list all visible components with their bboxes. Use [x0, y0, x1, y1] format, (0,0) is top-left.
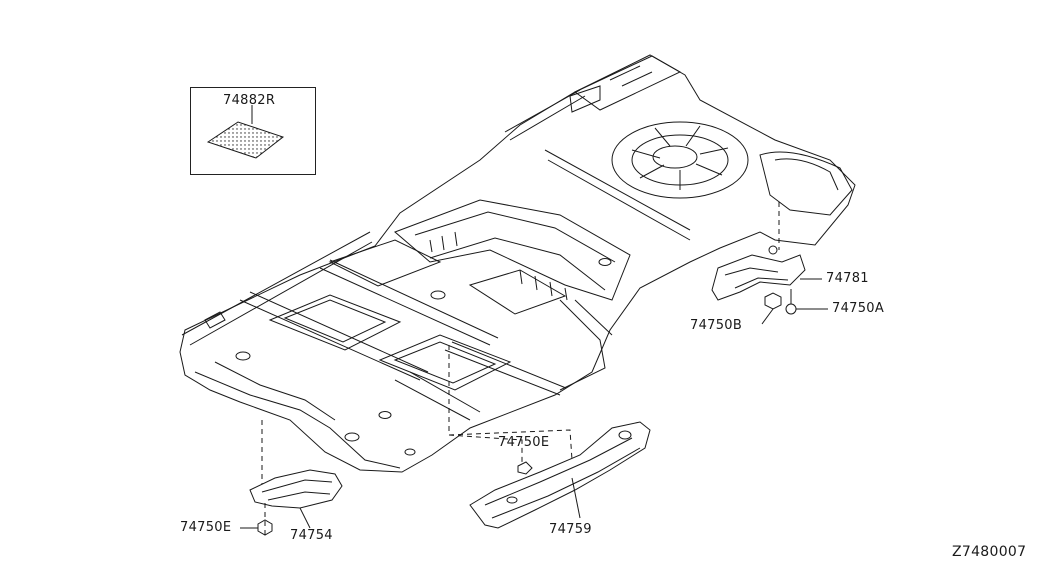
cover-74759-drawing: [469, 421, 651, 529]
bracket-74781-drawing: [711, 245, 828, 325]
label-74750E-left: 74750E: [180, 520, 232, 535]
label-74750E-center: 74750E: [498, 435, 550, 450]
label-74750A: 74750A: [832, 301, 885, 316]
diagram-id: Z7480007: [952, 544, 1027, 560]
inset-frame: [190, 87, 316, 175]
label-74750B: 74750B: [690, 318, 743, 333]
label-74754: 74754: [290, 528, 333, 543]
label-74781: 74781: [826, 271, 869, 286]
label-74882R: 74882R: [223, 93, 276, 108]
pad-74882R-drawing: [206, 105, 285, 159]
cover-74754-drawing: [240, 469, 343, 536]
label-74759: 74759: [549, 522, 592, 537]
reference-lines: [261, 202, 780, 535]
floor-panel: [179, 54, 856, 473]
